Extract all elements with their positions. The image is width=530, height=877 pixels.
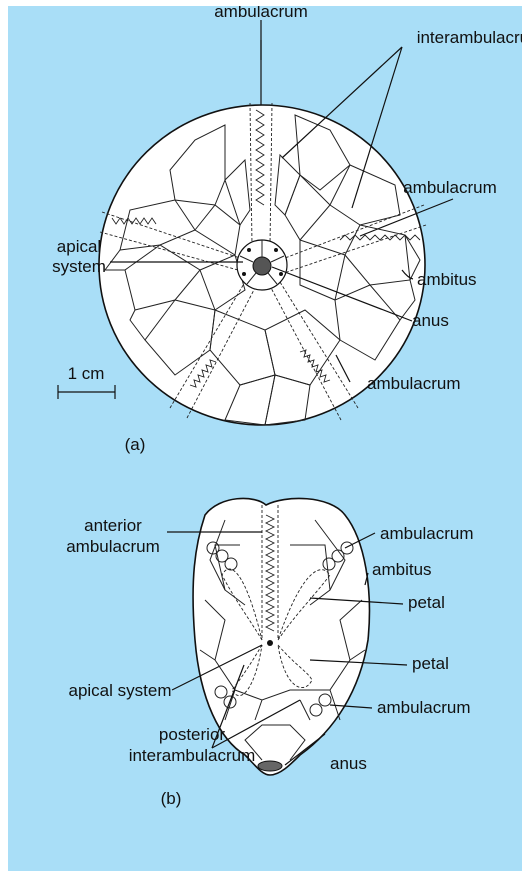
scale-bar [58,385,115,399]
label-ambulacrum-right-a: ambulacrum [403,178,497,197]
echinoid-illustration: ambulacrum interambulacrum ambulacrum ap… [8,6,522,871]
anus-b [258,761,282,771]
label-ambulacrum-top-b: ambulacrum [380,524,474,543]
label-anus-a: anus [412,311,449,330]
apical-system-a [237,240,287,290]
label-ambitus-a: ambitus [417,270,477,289]
label-anterior-b-line1: anterior [84,516,142,535]
label-ambulacrum-bottom-b: ambulacrum [377,698,471,717]
label-apical-a-line2: system [52,257,106,276]
caption-b: (b) [161,789,182,808]
apical-system-b [267,640,273,646]
label-ambulacrum-bottom-a: ambulacrum [367,374,461,393]
label-apical-system-b: apical system [69,681,172,700]
label-posterior-b-line1: posterior [159,725,225,744]
label-petal-upper-b: petal [408,593,445,612]
label-ambulacrum-top-a: ambulacrum [214,6,308,21]
label-ambitus-b: ambitus [372,560,432,579]
label-interambulacrum-a: interambulacrum [417,28,522,47]
label-anus-b: anus [330,754,367,773]
label-apical-a-line1: apical [57,237,101,256]
label-posterior-b-line2: interambulacrum [129,746,256,765]
scale-bar-label: 1 cm [68,364,105,383]
caption-a: (a) [125,435,146,454]
label-petal-lower-b: petal [412,654,449,673]
label-anterior-b-line2: ambulacrum [66,537,160,556]
figure-panel: ambulacrum interambulacrum ambulacrum ap… [8,6,522,871]
